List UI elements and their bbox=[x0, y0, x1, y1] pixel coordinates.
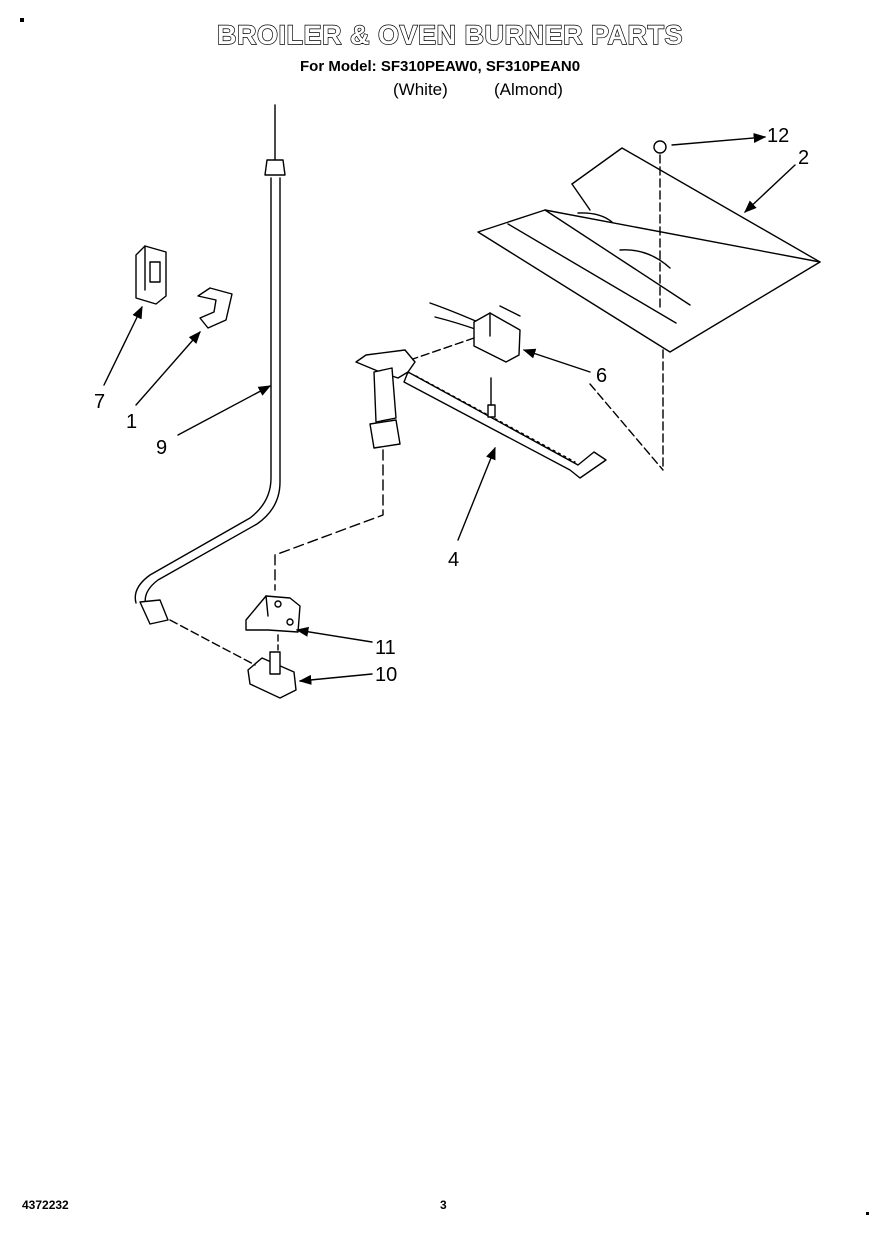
orifice-fitting-part bbox=[169, 619, 297, 699]
callout-1: 1 bbox=[126, 411, 137, 433]
variant-white: (White) bbox=[393, 80, 448, 99]
callout-11: 11 bbox=[375, 637, 396, 659]
callout-12: 12 bbox=[767, 125, 789, 147]
heat-deflector-part bbox=[477, 140, 821, 471]
orifice-bracket-part bbox=[245, 595, 301, 651]
igniter-part bbox=[409, 302, 521, 363]
callout-2: 2 bbox=[798, 147, 809, 169]
document-number: 4372232 bbox=[22, 1198, 69, 1212]
corner-mark bbox=[20, 18, 24, 22]
bracket-part bbox=[197, 287, 233, 329]
callout-9: 9 bbox=[156, 437, 167, 459]
callout-4: 4 bbox=[448, 549, 459, 571]
corner-mark bbox=[866, 1212, 869, 1215]
variant-almond: (Almond) bbox=[494, 80, 563, 99]
callout-6: 6 bbox=[596, 365, 607, 387]
gas-tube-part bbox=[134, 104, 286, 625]
burner-part bbox=[274, 349, 607, 591]
callout-7: 7 bbox=[94, 391, 105, 413]
page-title: BROILER & OVEN BURNER PARTS bbox=[216, 19, 684, 50]
page-number: 3 bbox=[440, 1198, 447, 1212]
spark-block-part bbox=[135, 245, 167, 305]
callout-10: 10 bbox=[375, 664, 397, 686]
model-numbers: For Model: SF310PEAW0, SF310PEAN0 bbox=[300, 58, 581, 75]
